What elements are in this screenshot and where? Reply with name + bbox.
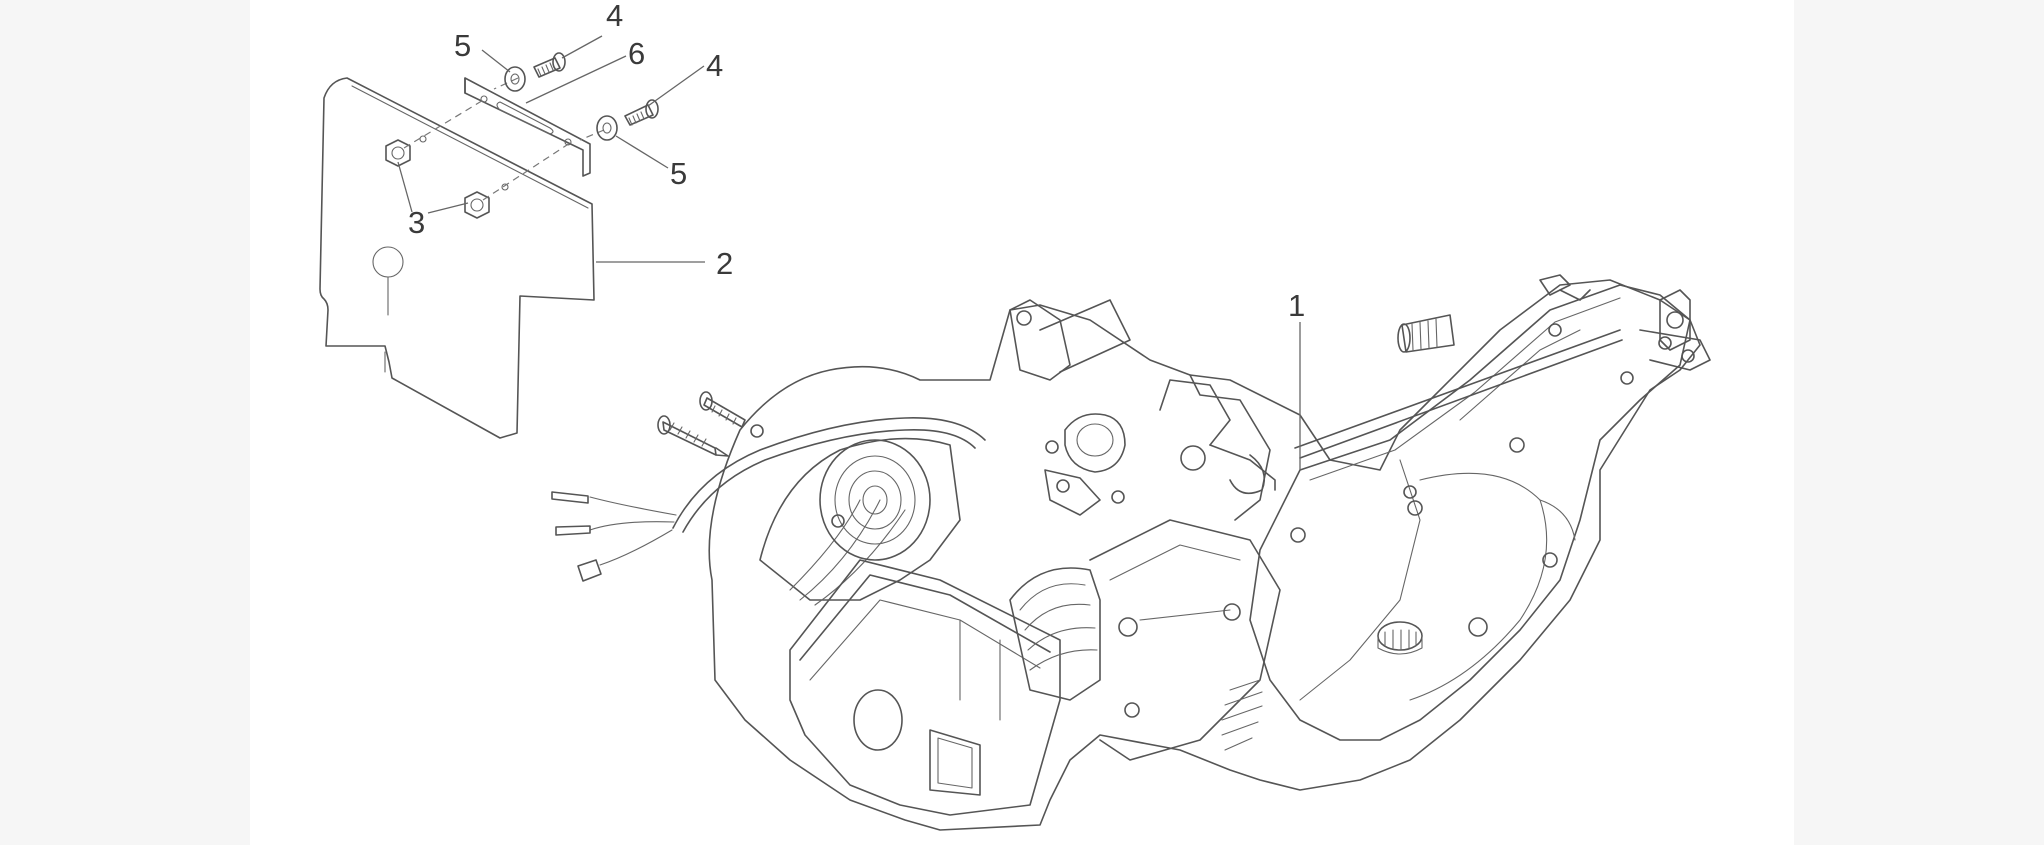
callout-4-upper: 4 [606, 0, 623, 33]
washer-upper [504, 66, 526, 92]
callout-3: 3 [408, 205, 425, 240]
callout-2: 2 [716, 246, 733, 281]
engine-assembly [708, 274, 1711, 831]
callout-4-lower: 4 [706, 48, 723, 83]
leader-lines [397, 35, 1301, 470]
wiring-harness [551, 417, 986, 582]
assembly-lines [403, 77, 605, 201]
left-margin [0, 0, 250, 845]
bracket [464, 77, 591, 177]
nut-upper [385, 139, 411, 167]
mounting-bolts [657, 391, 764, 457]
washer-lower [596, 115, 618, 141]
screw-upper [533, 52, 566, 78]
callout-5-upper: 5 [454, 28, 471, 63]
callout-1: 1 [1288, 288, 1305, 323]
nut-lower [464, 191, 490, 219]
screw-lower [624, 99, 659, 126]
right-margin [1794, 0, 2044, 845]
callout-6: 6 [628, 36, 645, 71]
callout-labels: 1 2 3 4 4 5 5 6 [408, 0, 1305, 323]
callout-5-lower: 5 [670, 156, 687, 191]
heat-shield-plate [319, 77, 595, 439]
